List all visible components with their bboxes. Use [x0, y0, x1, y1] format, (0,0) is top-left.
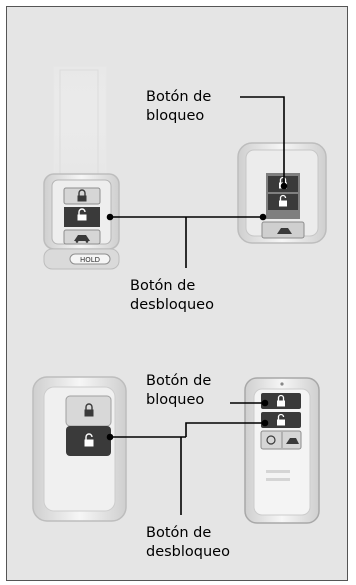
lock-button-label-top: Botón de bloqueo — [146, 88, 211, 126]
smart-key-right — [244, 377, 320, 524]
padlock-closed-icon — [77, 189, 87, 202]
hold-label: HOLD — [80, 256, 100, 264]
unlock-button-label-bottom: Botón de desbloqueo — [146, 524, 230, 562]
padlock-open-icon — [84, 433, 94, 447]
leader-dots-bottom — [106, 399, 269, 441]
padlock-open-icon — [277, 413, 285, 426]
tailgate-car-icon — [286, 438, 299, 444]
label-line: Botón de — [146, 89, 212, 105]
unlock-button-label-top: Botón de desbloqueo — [130, 277, 214, 315]
padlock-open-icon — [279, 194, 287, 207]
tailgate-car-icon — [74, 235, 90, 243]
padlock-closed-icon — [84, 403, 94, 417]
label-line: Botón de — [146, 525, 212, 541]
label-line: Botón de — [146, 373, 212, 389]
leader-lines-bottom — [110, 402, 265, 515]
flip-key-right — [237, 142, 327, 244]
leader-lines-top — [110, 96, 285, 268]
label-line: desbloqueo — [146, 544, 230, 560]
smart-key-left — [32, 376, 127, 522]
padlock-closed-icon — [277, 394, 285, 407]
panic-icon — [266, 435, 276, 445]
padlock-open-icon — [77, 208, 87, 221]
tailgate-car-icon — [277, 228, 292, 234]
leader-dots-top — [106, 182, 288, 221]
label-line: Botón de — [130, 278, 196, 294]
label-line: bloqueo — [146, 392, 205, 408]
label-line: bloqueo — [146, 108, 205, 124]
label-line: desbloqueo — [130, 297, 214, 313]
flip-key-left — [43, 66, 120, 270]
lock-button-label-bottom: Botón de bloqueo — [146, 372, 211, 410]
